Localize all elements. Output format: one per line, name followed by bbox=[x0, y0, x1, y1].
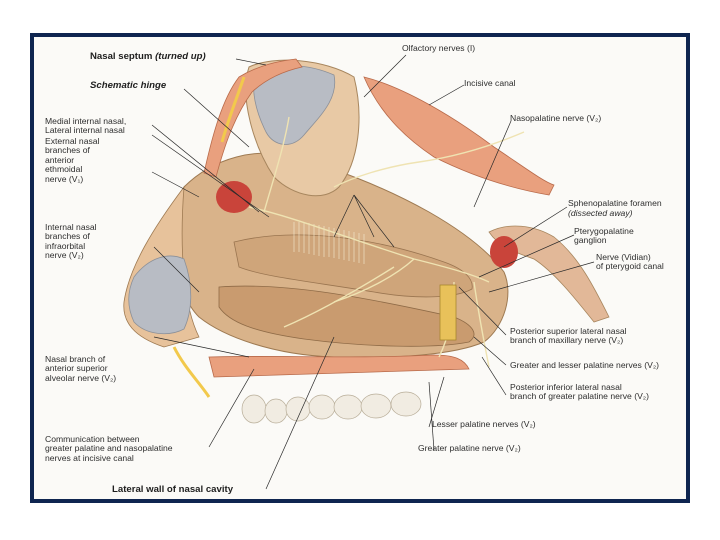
label-schematic-hinge: Schematic hinge bbox=[90, 80, 167, 91]
teeth-row bbox=[241, 391, 422, 424]
label-olfactory-nerves: Olfactory nerves (I) bbox=[402, 43, 476, 53]
red-vessel-ethmoid bbox=[216, 181, 252, 213]
label-nasal-septum-rest: (turned up) bbox=[155, 51, 206, 62]
label-incisive-canal: Incisive canal bbox=[464, 78, 516, 88]
label-nerve-vidian: Nerve (Vidian) of pterygoid canal bbox=[596, 252, 664, 272]
nasal-nerves-illustration bbox=[123, 54, 610, 490]
olfactory-fibres bbox=[293, 222, 365, 264]
posterior-wall bbox=[488, 225, 610, 323]
label-posterior-superior-lateral: Posterior superior lateral nasal branch … bbox=[510, 326, 627, 346]
label-greater-lesser-palatine: Greater and lesser palatine nerves (V₂) bbox=[510, 360, 660, 370]
septum-grey-mucosa bbox=[253, 65, 336, 145]
inferior-turbinate bbox=[218, 285, 475, 347]
label-communication-palatine: Communication between greater palatine a… bbox=[45, 434, 173, 463]
label-medial-lateral-internal-nasal: Medial internal nasal, Lateral internal … bbox=[45, 116, 127, 136]
label-pterygopalatine-ganglion: Pterygopalatine ganglion bbox=[574, 226, 634, 246]
yellow-fat-lower bbox=[172, 346, 211, 398]
label-internal-nasal-infraorbital: Internal nasal branches of infraorbital … bbox=[45, 222, 97, 261]
middle-turbinate bbox=[233, 234, 473, 298]
label-nasal-branch-alveolar: Nasal branch of anterior superior alveol… bbox=[45, 354, 117, 383]
label-greater-palatine: Greater palatine nerve (V₂) bbox=[418, 443, 521, 453]
label-nasopalatine-nerve: Nasopalatine nerve (V₂) bbox=[510, 113, 602, 123]
anatomy-drawing bbox=[123, 58, 610, 424]
hard-palate bbox=[208, 354, 470, 378]
nostril-grey-mucosa bbox=[128, 255, 192, 335]
label-lateral-wall: Lateral wall of nasal cavity bbox=[112, 484, 234, 495]
leader-lines bbox=[151, 54, 595, 490]
yellow-fat bbox=[220, 76, 246, 143]
label-nasal-septum: Nasal septum (turned up) bbox=[90, 51, 206, 63]
illustration-frame: Nasal septum (turned up) Schematic hinge… bbox=[30, 33, 690, 503]
label-lesser-palatine: Lesser palatine nerves (V₂) bbox=[432, 419, 536, 429]
label-sphenopalatine-foramen-note: (dissected away) bbox=[568, 208, 633, 218]
label-nasal-septum-bold: Nasal septum bbox=[90, 51, 153, 62]
sphenoid-bone bbox=[363, 76, 555, 196]
label-external-nasal-branches: External nasal branches of anterior ethm… bbox=[45, 136, 100, 184]
red-vessel-sphenoid bbox=[490, 236, 518, 268]
pterygopalatine-canal bbox=[439, 284, 457, 341]
label-sphenopalatine-foramen: Sphenopalatine foramen bbox=[568, 198, 662, 208]
nasal-roof-bone bbox=[203, 58, 303, 178]
label-posterior-inferior-lateral: Posterior inferior lateral nasal branch … bbox=[510, 382, 650, 402]
